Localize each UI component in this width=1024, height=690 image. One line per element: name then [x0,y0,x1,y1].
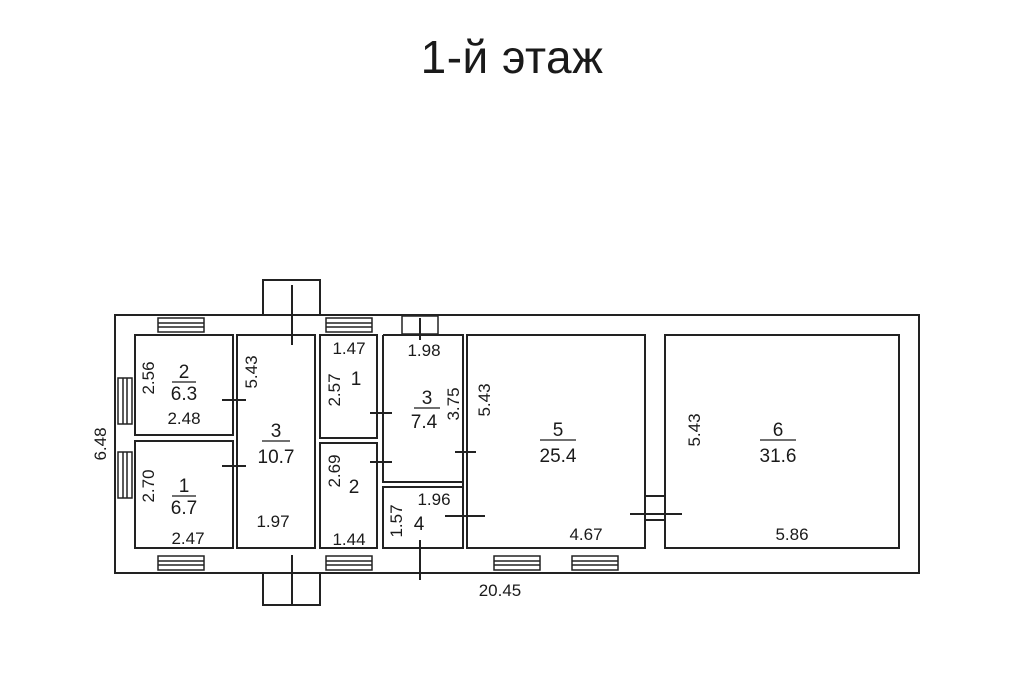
room-dim: 5.86 [775,525,808,544]
room-2-small-label: 2.69 2 1.44 [325,454,366,549]
room-number: 5 [553,420,564,441]
room-dim: 5.43 [685,413,704,446]
room-area: 25.4 [540,446,577,467]
room-area: 6.7 [171,498,197,519]
windows [117,315,619,571]
room-number: 1 [351,369,362,390]
room-dim: 2.70 [139,469,158,502]
room-dim: 1.98 [407,341,440,360]
room-number: 4 [414,514,425,535]
room-dim: 1.96 [417,490,450,509]
room-dim: 2.69 [325,454,344,487]
room-dim: 2.48 [167,409,200,428]
room-4-label: 1.96 1.57 4 [387,490,451,538]
room-dim: 3.75 [444,387,463,420]
room-area: 7.4 [411,412,438,433]
room-number: 1 [179,476,190,497]
room-area: 10.7 [258,447,295,468]
room-number: 3 [271,421,282,442]
room-dim: 2.56 [139,361,158,394]
room-1-small-label: 1.47 2.57 1 [325,339,366,407]
room-dim: 4.67 [569,525,602,544]
room-number: 2 [179,362,190,383]
room-3b-label: 1.98 3 7.4 3.75 [407,341,463,433]
room-dim: 1.97 [256,512,289,531]
room-number: 6 [773,420,784,441]
room-dim: 5.43 [475,383,494,416]
room-3-label: 3 10.7 5.43 1.97 [242,355,294,531]
overall-width: 20.45 [479,581,522,600]
door-marks [222,318,682,580]
room-6-label: 5.43 6 31.6 5.86 [685,413,809,544]
room-dim: 1.44 [332,530,365,549]
porches [262,279,321,606]
room-area: 31.6 [760,446,797,467]
room-2-label: 2 6.3 2.56 2.48 [139,361,201,428]
room-number: 3 [422,388,433,409]
room-dim: 1.47 [332,339,365,358]
room-5-label: 5.43 5 25.4 4.67 [475,383,603,544]
room-dim: 1.57 [387,504,406,537]
floor-title: 1-й этаж [420,31,604,83]
room-dim: 2.47 [171,529,204,548]
walls [114,314,920,574]
room-dim: 2.57 [325,373,344,406]
room-area: 6.3 [171,384,197,405]
overall-height: 6.48 [91,427,110,460]
room-number: 2 [349,477,360,498]
room-dim: 5.43 [242,355,261,388]
room-1-label: 1 6.7 2.70 2.47 [139,469,205,548]
